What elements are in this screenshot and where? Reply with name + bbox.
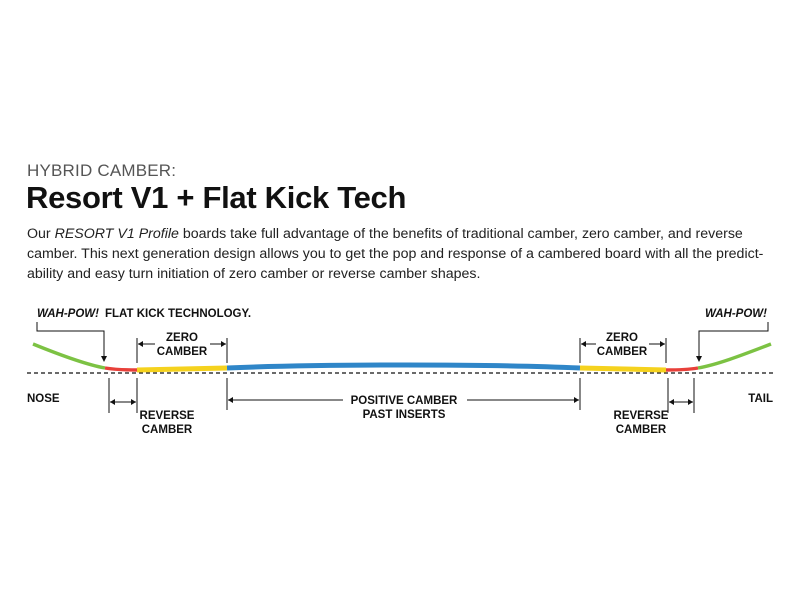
zero-left-arrow-r <box>221 341 226 347</box>
flat-kick-arrow <box>101 356 107 362</box>
reverse-camber-right-line1: REVERSE <box>614 410 669 422</box>
pos-arrow-l <box>228 397 233 403</box>
reverse-camber-left-line1: REVERSE <box>140 410 195 422</box>
zero-camber-right-line1: ZERO <box>606 332 638 344</box>
positive-camber-line2: PAST INSERTS <box>363 409 446 421</box>
description-prefix: Our <box>27 226 55 242</box>
profile-positive <box>226 362 581 371</box>
tail-wahpow-leader <box>698 322 769 358</box>
camber-profile-diagram: WAH-POW! FLAT KICK TECHNOLOGY. WAH-POW! … <box>27 308 775 436</box>
positive-camber-line1: POSITIVE CAMBER <box>351 395 458 407</box>
tail-wahpow-label: WAH-POW! <box>705 308 767 320</box>
flat-kick-label-italic: WAH-POW! <box>37 308 99 320</box>
diagram-title: Resort V1 + Flat Kick Tech <box>26 180 407 215</box>
rev-right-arrow-r <box>688 399 693 405</box>
profile-zero-left <box>136 365 228 373</box>
profile-reverse-right <box>665 366 699 372</box>
zero-camber-left-line1: ZERO <box>166 332 198 344</box>
description-text: Our RESORT V1 Profile boards take full a… <box>27 224 777 284</box>
description-line2: camber. This next generation design allo… <box>27 246 764 262</box>
profile-tail-kick <box>697 342 772 370</box>
rev-left-arrow-l <box>110 399 115 405</box>
profile-zero-right <box>579 365 667 373</box>
zero-right-arrow-l <box>581 341 586 347</box>
description-line3: ability and easy turn initiation of zero… <box>27 266 481 282</box>
tail-wahpow-arrow <box>696 356 702 362</box>
rev-left-arrow-r <box>131 399 136 405</box>
description-line1: boards take full advantage of the benefi… <box>178 226 743 242</box>
zero-right-arrow-r <box>660 341 665 347</box>
tail-label: TAIL <box>748 393 773 405</box>
flat-kick-label-rest: FLAT KICK TECHNOLOGY. <box>105 308 251 320</box>
profile-nose-kick <box>32 342 106 370</box>
reverse-camber-left-line2: CAMBER <box>142 424 193 436</box>
diagram-kicker: HYBRID CAMBER: <box>27 161 177 180</box>
pos-arrow-r <box>574 397 579 403</box>
nose-label: NOSE <box>27 393 60 405</box>
profile-name: RESORT V1 Profile <box>54 226 179 242</box>
zero-camber-right-line2: CAMBER <box>597 346 648 358</box>
flat-kick-leader <box>36 322 105 358</box>
zero-left-arrow-l <box>138 341 143 347</box>
zero-camber-left-line2: CAMBER <box>157 346 208 358</box>
profile-reverse-left <box>104 366 138 372</box>
reverse-camber-right-line2: CAMBER <box>616 424 667 436</box>
rev-right-arrow-l <box>669 399 674 405</box>
